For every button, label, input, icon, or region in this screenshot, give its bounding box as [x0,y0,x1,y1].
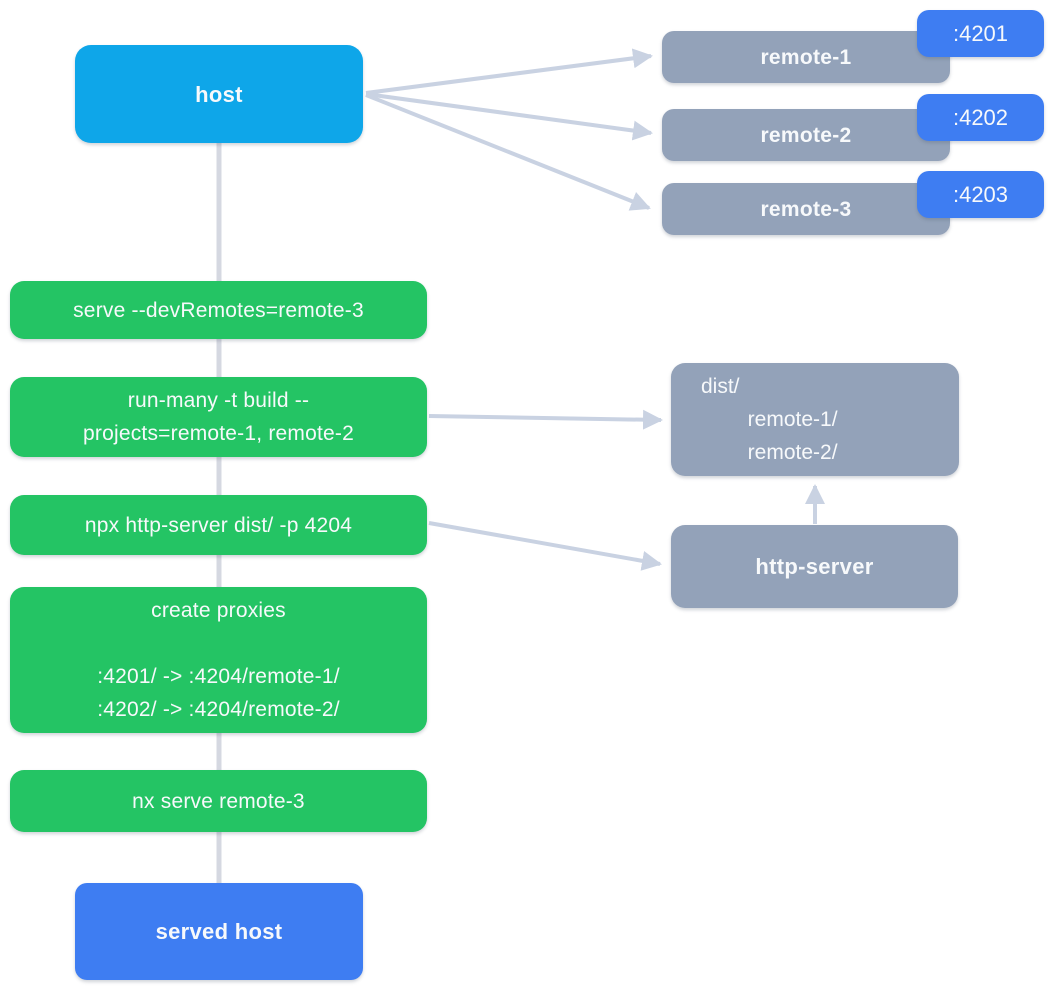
step-nx-serve-remote-3: nx serve remote-3 [10,770,427,832]
node-http-server: http-server [671,525,958,608]
node-dist-folder: dist/ remote-1/ remote-2/ [671,363,959,476]
port-badge-remote-3: :4203 [917,171,1044,218]
edge-host-remote-1 [365,48,653,95]
edge-host-remote-2 [365,92,653,141]
node-host: host [75,45,363,143]
edge-run-many-dist [428,409,663,430]
edge-host-remote-3 [365,93,651,211]
node-remote-3: remote-3 [662,183,950,235]
port-badge-remote-1: :4201 [917,10,1044,57]
step-serve-dev-remotes: serve --devRemotes=remote-3 [10,281,427,339]
step-npx-http-server: npx http-server dist/ -p 4204 [10,495,427,555]
step-create-proxies: create proxies :4201/ -> :4204/remote-1/… [10,587,427,733]
node-served-host: served host [75,883,363,980]
node-remote-1: remote-1 [662,31,950,83]
port-badge-remote-2: :4202 [917,94,1044,141]
edge-npx-http-server [428,521,662,571]
node-remote-2: remote-2 [662,109,950,161]
step-run-many-build: run-many -t build -- projects=remote-1, … [10,377,427,457]
